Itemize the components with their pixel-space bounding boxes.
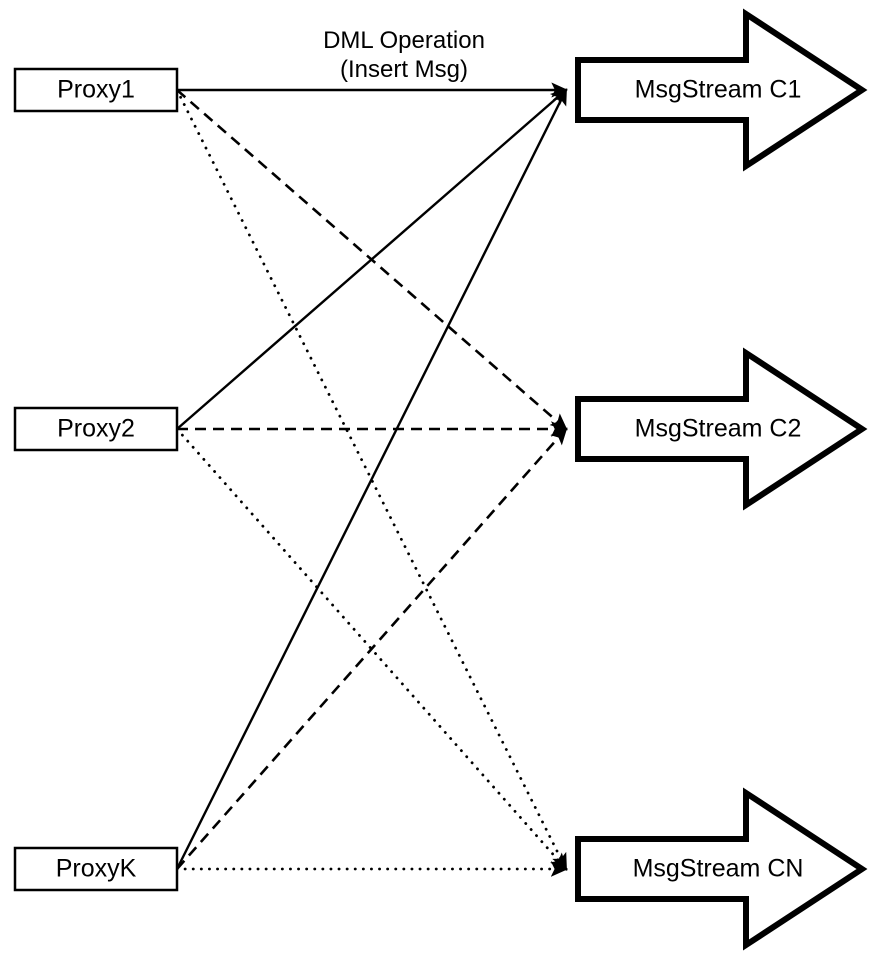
stream-c1-label: MsgStream C1: [635, 76, 802, 104]
proxy2-label: Proxy2: [57, 415, 135, 443]
proxy-node-proxy2[interactable]: Proxy2: [13, 406, 179, 452]
proxyk-box[interactable]: [13, 846, 179, 892]
edge-label-line1: DML Operation: [323, 27, 485, 54]
edge-label-line2: (Insert Msg): [340, 56, 468, 83]
connection-proxyk-to-stream-c2: [176, 427, 568, 870]
proxyk-label: ProxyK: [56, 855, 137, 883]
stream-node-c1[interactable]: MsgStream C1: [575, 8, 868, 172]
connection-layer: [175, 82, 569, 877]
proxy1-label: Proxy1: [57, 76, 135, 104]
stream-cn-arrow-shape[interactable]: [575, 787, 868, 951]
stream-c2-arrow-shape[interactable]: [575, 347, 868, 511]
proxy-node-proxy1[interactable]: Proxy1: [13, 67, 179, 113]
stream-c2-label: MsgStream C2: [635, 415, 802, 443]
proxy1-box[interactable]: [13, 67, 179, 113]
proxy-node-proxyk[interactable]: ProxyK: [13, 846, 179, 892]
proxy2-box[interactable]: [13, 406, 179, 452]
connection-proxy1-to-stream-cn: [175, 88, 568, 871]
connection-proxy2-to-stream-cn: [175, 427, 568, 871]
stream-node-c2[interactable]: MsgStream C2: [575, 347, 868, 511]
edge-label-dml-operation: DML Operation (Insert Msg): [323, 27, 485, 83]
connection-proxyk-to-stream-c1: [175, 88, 568, 870]
stream-cn-label: MsgStream CN: [633, 855, 804, 883]
stream-c1-arrow-shape[interactable]: [575, 8, 868, 172]
connection-proxy2-to-stream-c1: [176, 88, 568, 430]
stream-node-cn[interactable]: MsgStream CN: [575, 787, 868, 951]
